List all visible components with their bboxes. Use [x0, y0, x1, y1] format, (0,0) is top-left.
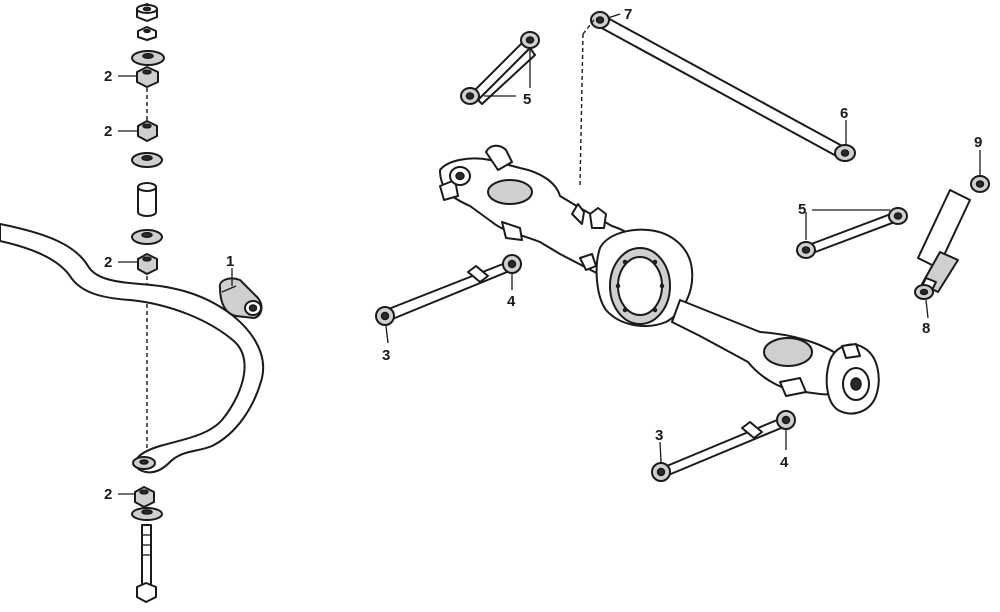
spacer-sleeve — [137, 182, 157, 217]
callout-2: 2 — [104, 254, 112, 271]
callout-4: 4 — [507, 293, 516, 310]
shock-absorber — [914, 175, 990, 300]
callout-6: 6 — [840, 105, 848, 122]
callout-9: 9 — [974, 134, 982, 151]
callout-2: 2 — [104, 486, 112, 503]
rear-axle-housing — [439, 144, 880, 415]
callout-8: 8 — [922, 320, 930, 337]
link-bolt — [136, 524, 157, 603]
stabilizer-bushing-bracket — [218, 277, 263, 319]
callout-4: 4 — [780, 454, 789, 471]
bushing-middle — [137, 120, 158, 142]
lateral-rod-mount-line-2 — [582, 19, 595, 35]
bushing-bottom — [134, 486, 155, 508]
callout-7: 7 — [624, 6, 632, 23]
upper-control-arm-top — [460, 31, 540, 105]
lateral-rod — [590, 11, 856, 162]
bushing-upper — [136, 66, 159, 88]
leader-lines — [118, 13, 981, 495]
lateral-rod-mount-line — [579, 33, 584, 186]
upper-washer — [131, 50, 165, 66]
callout-numbers: 1 2 2 2 2 3 3 4 4 5 5 6 7 8 9 — [104, 6, 982, 503]
callout-5: 5 — [523, 91, 531, 108]
middle-washer — [131, 152, 163, 168]
lock-nut — [137, 26, 157, 41]
top-nut — [136, 3, 158, 22]
lower-washer — [131, 229, 163, 245]
callout-2: 2 — [104, 123, 112, 140]
lower-control-arm-left — [375, 254, 522, 326]
callout-1: 1 — [226, 253, 234, 270]
stabilizer-link-stack — [131, 3, 165, 603]
callout-3: 3 — [655, 427, 663, 444]
upper-control-arm-right — [796, 207, 908, 259]
callout-5: 5 — [798, 201, 806, 218]
callout-2: 2 — [104, 68, 112, 85]
lower-control-arm-right — [651, 410, 796, 482]
bottom-washer — [131, 507, 163, 521]
bushing-lower — [137, 253, 158, 275]
stabilizer-bar — [0, 223, 265, 474]
callout-3: 3 — [382, 347, 390, 364]
